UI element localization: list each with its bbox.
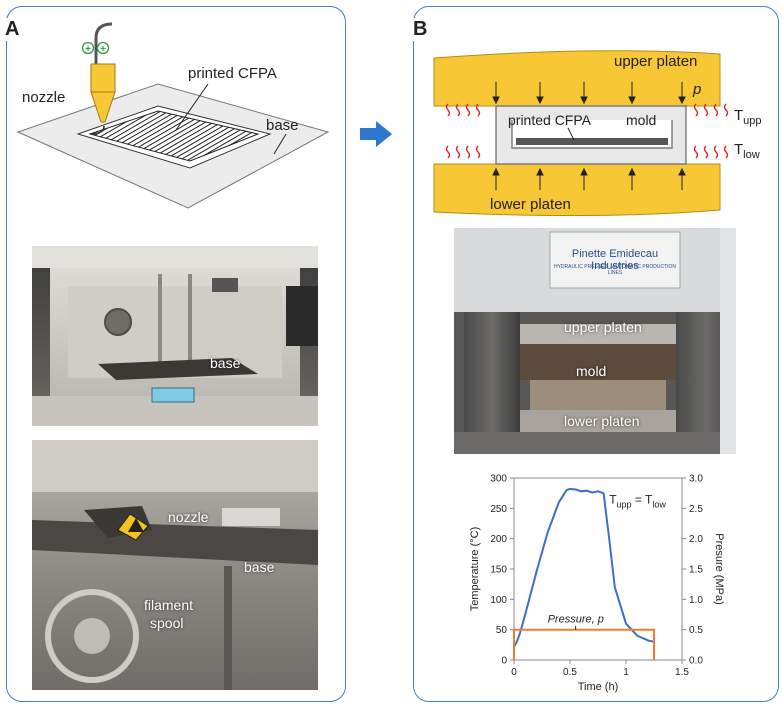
printer-photo: base xyxy=(32,246,318,426)
press-printed-leader xyxy=(567,127,575,141)
temperature-series-line xyxy=(513,487,655,648)
transition-arrow-icon xyxy=(360,121,392,147)
press-brand-name: Pinette Emidecau Industries xyxy=(571,248,659,272)
upper-platen xyxy=(433,50,721,107)
x-tick-label: 1.5 xyxy=(675,667,689,678)
printed-cfpa-label: printed CFPA xyxy=(188,65,277,82)
y-right-tick-label: 0.0 xyxy=(689,656,703,667)
printed-cfpa-sheet xyxy=(516,138,668,145)
x-tick-label: 1 xyxy=(623,667,629,678)
y-right-tick-label: 1.5 xyxy=(689,565,703,576)
y-right-axis-label: Presure (MPa) xyxy=(713,533,725,605)
press-schematic: upper platen p lower platen printed CFPA… xyxy=(433,50,762,217)
heat-waves-icon xyxy=(445,103,729,159)
x-tick-label: 0 xyxy=(511,667,517,678)
lower-platen xyxy=(433,163,721,217)
up-arrows xyxy=(492,167,686,190)
mold-label: mold xyxy=(626,112,656,128)
y-left-axis-label: Temperature (°C) xyxy=(469,527,481,611)
y-left-tick-label: 250 xyxy=(490,504,507,515)
upper-platen-label: upper platen xyxy=(614,53,697,70)
printer-photo-base-label: base xyxy=(210,355,241,371)
press-lower-platen-label: lower platen xyxy=(564,413,640,429)
panel-a-letter: A xyxy=(2,18,23,41)
y-right-tick-label: 2.0 xyxy=(689,534,703,545)
press-mold-label: mold xyxy=(576,363,607,379)
plus-symbol: + xyxy=(100,44,106,55)
pressure-symbol: p xyxy=(692,81,701,98)
closeup-nozzle-label: nozzle xyxy=(168,509,209,525)
y-left-tick-label: 50 xyxy=(496,625,508,636)
printing-schematic: + + nozzle printed CFPA base xyxy=(16,22,330,209)
y-right-tick-label: 2.5 xyxy=(689,504,703,515)
y-left-tick-label: 150 xyxy=(490,565,507,576)
t-low-label: Tlow xyxy=(734,141,760,161)
printer-photo-drawing xyxy=(32,246,318,426)
y-right-tick-label: 3.0 xyxy=(689,474,703,485)
closeup-filament-label-1: filament xyxy=(144,597,194,613)
x-tick-label: 0.5 xyxy=(563,667,577,678)
closeup-filament-label-2: spool xyxy=(150,615,184,631)
plus-circle-icon xyxy=(81,41,95,55)
closeup-photo-drawing xyxy=(32,440,318,690)
printed-cfpa-area xyxy=(88,110,260,162)
y-left-tick-label: 100 xyxy=(490,595,507,606)
t-upp-label: Tupp xyxy=(734,107,762,127)
nozzle-body xyxy=(90,63,116,93)
temperature-annotation: Tupp = Tlow xyxy=(609,492,666,509)
closeup-photo: nozzle base filament spool xyxy=(32,440,318,690)
x-axis-label: Time (h) xyxy=(578,681,619,693)
pressure-series-line xyxy=(513,628,655,660)
filament-trail xyxy=(89,125,105,135)
pressure-annotation: Pressure, p xyxy=(548,613,604,625)
lower-platen-label: lower platen xyxy=(490,196,571,213)
press-printed-cfpa-label: printed CFPA xyxy=(508,112,592,128)
closeup-base-label: base xyxy=(244,559,275,575)
plus-symbol: + xyxy=(85,44,91,55)
base-leader xyxy=(273,133,287,155)
press-photo: Pinette Emidecau Industries HYDRAULIC PR… xyxy=(454,228,736,454)
nozzle-label: nozzle xyxy=(22,89,65,106)
filament-wire xyxy=(94,22,113,66)
y-left-tick-label: 200 xyxy=(490,534,507,545)
plus-circle-icon xyxy=(96,41,110,55)
press-brand-tagline: HYDRAULIC PRESSES · AUTOMATIC PRODUCTION… xyxy=(553,264,677,276)
press-photo-drawing xyxy=(454,228,736,454)
base-label: base xyxy=(266,117,299,134)
panel-b-letter: B xyxy=(410,18,431,41)
press-upper-platen-label: upper platen xyxy=(564,319,642,335)
printed-leader xyxy=(175,83,209,131)
temperature-pressure-chart: 0 0.5 1 1.5 0 50 100 150 200 250 300 0.0 0.5 1.0 1.5 2.… xyxy=(469,474,725,694)
y-right-tick-label: 0.5 xyxy=(689,625,703,636)
y-left-tick-label: 300 xyxy=(490,474,507,485)
nozzle-tip xyxy=(90,91,116,123)
y-right-tick-label: 1.0 xyxy=(689,595,703,606)
y-left-tick-label: 0 xyxy=(501,656,507,667)
down-arrows xyxy=(492,82,686,105)
